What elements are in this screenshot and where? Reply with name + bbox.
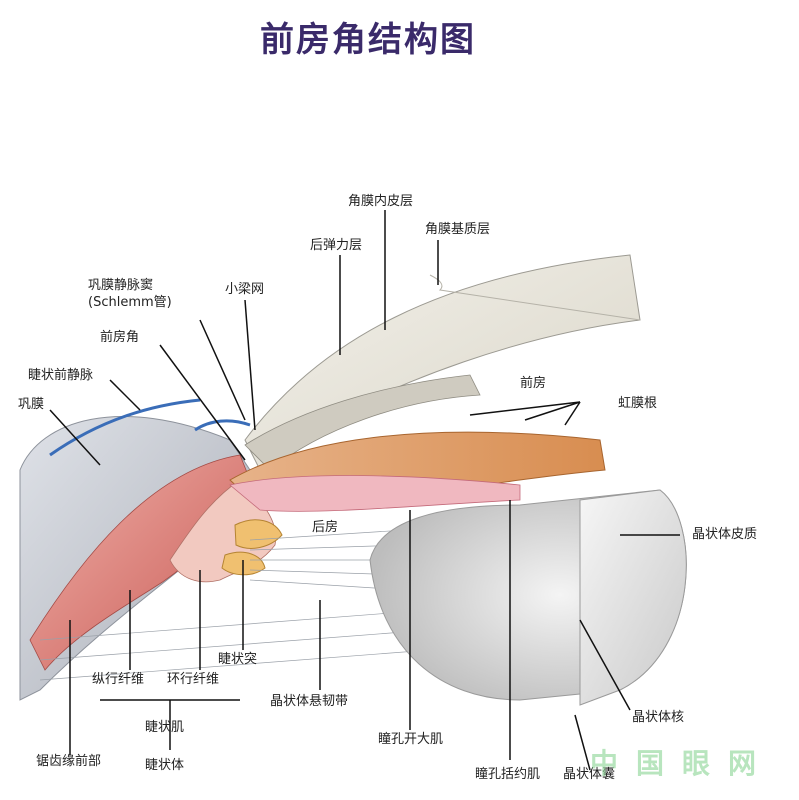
label-lens-capsule: 晶状体囊 <box>563 767 616 782</box>
label-sphincter: 瞳孔括约肌 <box>475 767 541 782</box>
label-lens-nucleus: 晶状体核 <box>632 710 685 725</box>
page-title: 前房角结构图 <box>260 20 476 60</box>
label-longitudinal-fibers: 纵行纤维 <box>92 672 145 687</box>
cornea-edge <box>429 274 641 321</box>
label-trabecular: 小梁网 <box>225 282 265 297</box>
label-ciliary-process: 睫状突 <box>218 652 258 667</box>
label-descemet: 后弹力层 <box>310 238 363 253</box>
label-sclera: 巩膜 <box>18 397 45 412</box>
label-corneal-endothelium: 角膜内皮层 <box>348 194 414 209</box>
label-posterior-chamber: 后房 <box>312 520 339 535</box>
label-schlemm-canal-en: (Schlemm管) <box>88 295 172 310</box>
label-ciliary-muscle: 睫状肌 <box>145 720 185 735</box>
label-circular-fibers: 环行纤维 <box>167 672 220 687</box>
label-ora-serrata: 锯齿缘前部 <box>36 754 102 769</box>
label-dilator: 瞳孔开大肌 <box>378 732 444 747</box>
leader-lines <box>49 210 680 771</box>
label-anterior-angle: 前房角 <box>100 330 140 345</box>
label-anterior-chamber: 前房 <box>520 376 547 391</box>
label-iris: 虹膜根 <box>618 396 658 411</box>
label-ciliary-vein: 睫状前静脉 <box>28 368 94 383</box>
ciliary-vein <box>49 398 201 457</box>
label-ciliary-body: 睫状体 <box>145 758 185 773</box>
label-schlemm-canal: 巩膜静脉窦 <box>88 278 154 293</box>
label-lens-cortex: 晶状体皮质 <box>692 527 758 542</box>
watermark: 中国眼网 <box>590 747 775 780</box>
label-corneal-stroma: 角膜基质层 <box>425 222 491 237</box>
label-zonule: 晶状体悬韧带 <box>270 694 349 709</box>
schlemm-canal <box>194 419 251 432</box>
trabecular-shape <box>244 374 481 471</box>
iris-pigment-layer <box>229 475 521 512</box>
lens-face <box>579 489 687 706</box>
ciliary-process-yellow <box>234 519 283 549</box>
